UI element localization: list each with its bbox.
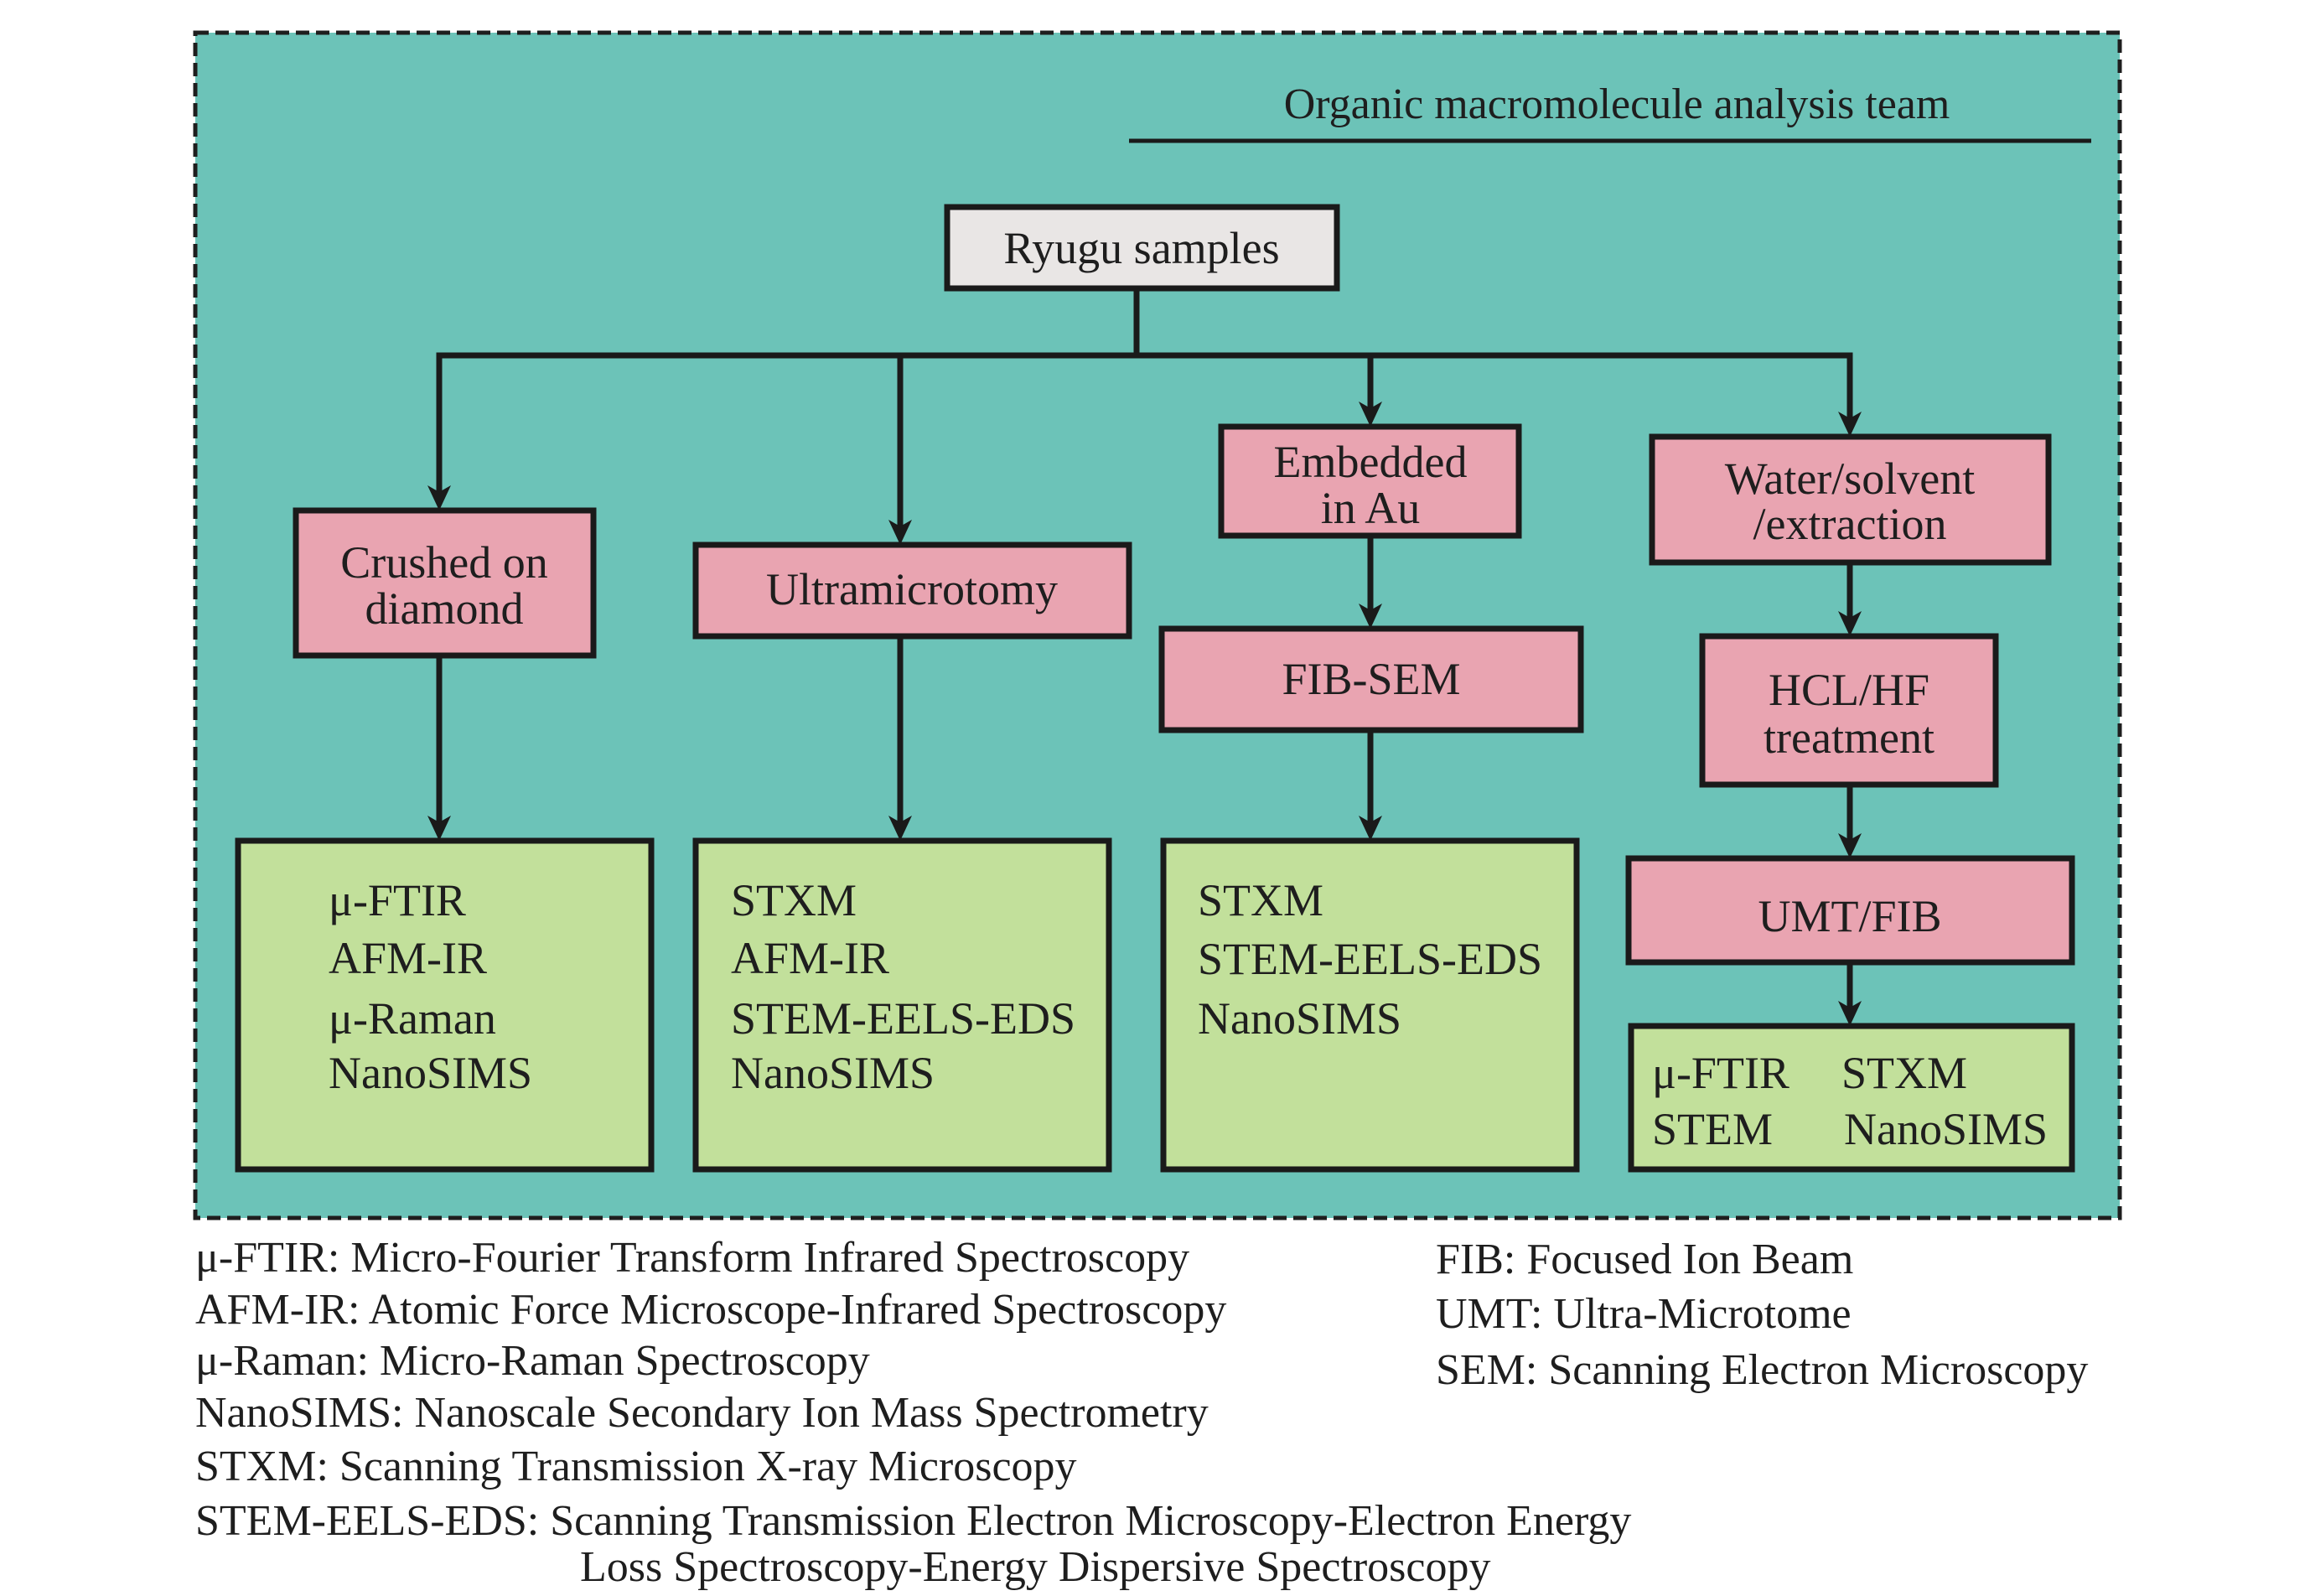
legend-entry: FIB: Focused Ion Beam (1436, 1236, 1853, 1283)
legend-entry: AFM-IR: Atomic Force Microscope-Infrared… (195, 1286, 1226, 1334)
technique-item: STXM (1841, 1048, 1967, 1098)
prep-box-hcl-hf (1699, 633, 1999, 788)
prep-box-fib-sem (1158, 625, 1584, 733)
arrowhead (427, 485, 451, 510)
technique-box-ultramicrotomy (692, 837, 1112, 1173)
technique-item: μ-FTIR (329, 875, 466, 925)
technique-item: NanoSIMS (1844, 1104, 2048, 1154)
prep-label-fib-sem: FIB-SEM (1282, 654, 1460, 704)
prep-label-embedded-line1: Embedded (1274, 437, 1468, 487)
legend-entry: μ-Raman: Micro-Raman Spectroscopy (195, 1337, 870, 1385)
technique-box-crushed (235, 837, 655, 1173)
prep-label-water-line1: Water/solvent (1725, 453, 1976, 504)
arrowhead (427, 816, 451, 841)
prep-box-ultramicrotomy (692, 542, 1132, 640)
prep-label-umt-fib: UMT/FIB (1758, 891, 1941, 941)
arrowhead (1838, 833, 1862, 858)
arrowhead (1838, 1001, 1862, 1026)
technique-item: STEM-EELS-EDS (731, 993, 1075, 1044)
prep-label-water-line2: /extraction (1753, 499, 1947, 549)
prep-box-crushed (293, 507, 597, 659)
arrowhead (1838, 412, 1862, 437)
prep-label-ultramicrotomy: Ultramicrotomy (766, 564, 1058, 614)
technique-box-umt-fib (1628, 1023, 2075, 1173)
prep-label-crushed-line2: diamond (365, 583, 524, 634)
legend-entry: UMT: Ultra-Microtome (1436, 1290, 1852, 1338)
legend-entry: STXM: Scanning Transmission X-ray Micros… (195, 1443, 1077, 1490)
prep-label-embedded-line2: in Au (1321, 483, 1421, 533)
technique-item: NanoSIMS (329, 1048, 532, 1098)
arrowhead (888, 816, 912, 841)
technique-item: AFM-IR (329, 933, 487, 983)
arrowhead (1838, 611, 1862, 636)
technique-item: STXM (731, 875, 857, 925)
legend-entry-continuation: Loss Spectroscopy-Energy Dispersive Spec… (580, 1543, 1491, 1591)
prep-box-water-extraction (1649, 433, 2052, 566)
arrowhead (1359, 402, 1382, 427)
technique-item: μ-FTIR (1652, 1048, 1789, 1098)
technique-item: NanoSIMS (731, 1048, 935, 1098)
technique-item: STXM (1198, 875, 1323, 925)
prep-label-crushed-line1: Crushed on (340, 537, 547, 588)
team-label: Organic macromolecule analysis team (1284, 80, 1950, 128)
arrowhead (1359, 604, 1382, 629)
legend-entry: NanoSIMS: Nanoscale Secondary Ion Mass S… (195, 1389, 1209, 1437)
root-label: Ryugu samples (1003, 223, 1279, 273)
prep-box-umt-fib (1625, 855, 2075, 966)
technique-item: STEM (1652, 1104, 1773, 1154)
legend-entry: STEM-EELS-EDS: Scanning Transmission Ele… (195, 1497, 1631, 1545)
prep-label-hcl-line1: HCL/HF (1769, 665, 1929, 715)
arrowhead (1359, 816, 1382, 841)
arrowhead (888, 520, 912, 545)
root-box (944, 204, 1340, 292)
legend-entry: μ-FTIR: Micro-Fourier Transform Infrared… (195, 1234, 1189, 1282)
prep-box-embedded (1218, 423, 1522, 539)
technique-item: NanoSIMS (1198, 993, 1401, 1044)
technique-box-fib-sem (1160, 837, 1580, 1173)
prep-label-hcl-line2: treatment (1764, 712, 1934, 763)
technique-item: μ-Raman (329, 993, 496, 1044)
legend: μ-FTIR: Micro-Fourier Transform Infrared… (195, 1234, 2088, 1591)
legend-entry: SEM: Scanning Electron Microscopy (1436, 1346, 2088, 1394)
technique-item: STEM-EELS-EDS (1198, 934, 1542, 984)
technique-item: AFM-IR (731, 933, 889, 983)
